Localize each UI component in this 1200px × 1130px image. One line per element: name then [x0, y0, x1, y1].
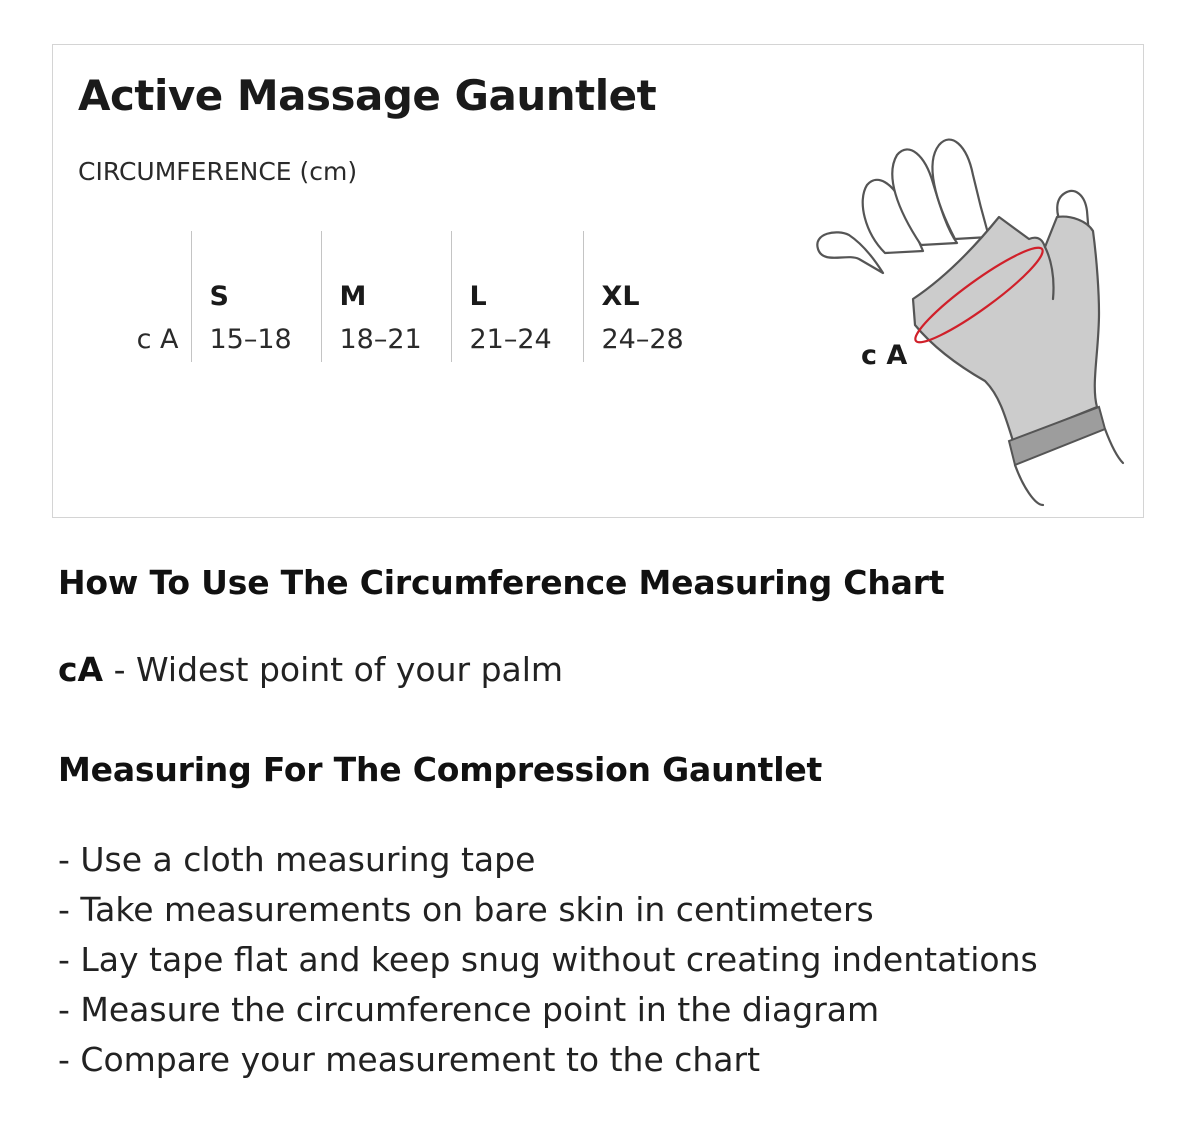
measurement-row-label: c A	[123, 322, 192, 362]
size-value-m: 18–21	[321, 322, 452, 362]
size-header-xl: XL	[601, 281, 640, 312]
size-value-l: 21–24	[451, 322, 584, 362]
size-header-spacer	[123, 231, 192, 322]
measuring-steps-list: - Use a cloth measuring tape - Take meas…	[58, 835, 1038, 1085]
size-value-xl: 24–28	[601, 324, 684, 355]
forearm-left	[1013, 463, 1045, 507]
forearm-right	[1103, 427, 1125, 465]
product-title: Active Massage Gauntlet	[78, 71, 657, 120]
list-item: - Compare your measurement to the chart	[58, 1040, 761, 1079]
index-finger	[931, 138, 991, 241]
size-value-s: 15–18	[191, 322, 322, 362]
pinky-finger	[816, 231, 885, 275]
diagram-label-ca: c A	[861, 340, 907, 371]
legend-line: cA - Widest point of your palm	[58, 650, 563, 689]
size-table: S M L XL c A 15–18 18–21 21–24 24–28	[123, 231, 723, 362]
table-row: c A 15–18 18–21 21–24 24–28	[123, 322, 723, 362]
size-header-l: L	[451, 231, 584, 322]
legend-text: - Widest point of your palm	[103, 650, 564, 689]
palm-circumference-marker	[914, 246, 1044, 344]
glove-body	[911, 215, 1101, 443]
gauntlet-hand-icon: c A	[816, 138, 1125, 507]
circumference-unit-label: CIRCUMFERENCE (cm)	[78, 157, 358, 186]
size-header-s: S	[191, 231, 322, 322]
usage-heading: How To Use The Circumference Measuring C…	[58, 563, 945, 602]
legend-key: cA	[58, 650, 104, 689]
size-header-m: M	[321, 231, 452, 322]
thumb-seam	[1043, 245, 1055, 301]
list-item: - Lay tape flat and keep snug without cr…	[58, 940, 1038, 979]
list-item: - Take measurements on bare skin in cent…	[58, 890, 874, 929]
size-header-row: S M L XL	[123, 231, 723, 322]
measuring-heading: Measuring For The Compression Gauntlet	[58, 750, 823, 789]
size-chart-card: Active Massage Gauntlet CIRCUMFERENCE (c…	[52, 44, 1144, 518]
list-item: - Use a cloth measuring tape	[58, 840, 536, 879]
list-item: - Measure the circumference point in the…	[58, 990, 880, 1029]
